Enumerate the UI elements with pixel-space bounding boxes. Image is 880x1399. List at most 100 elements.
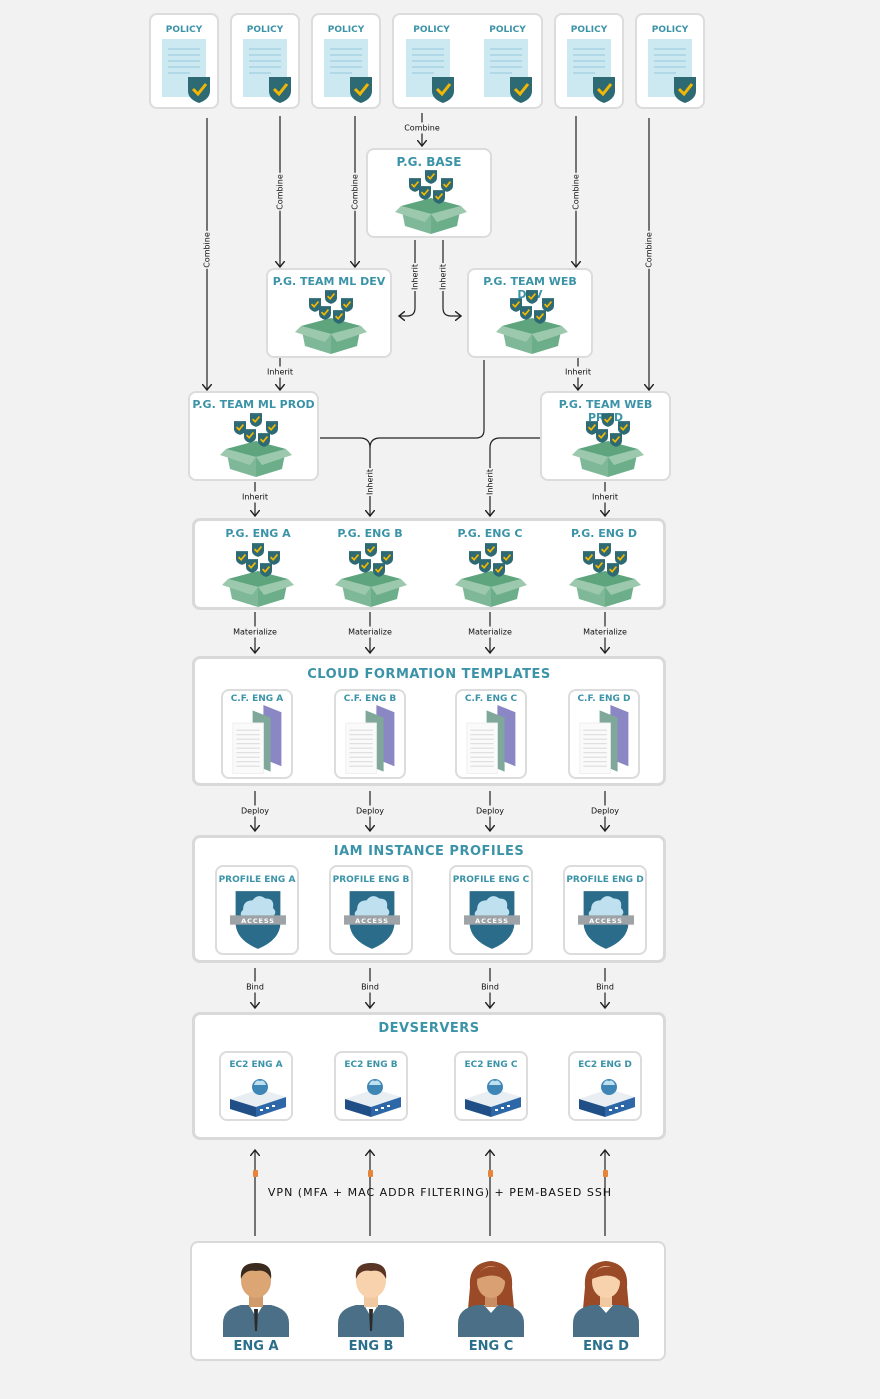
- cf-eng-a-label: C.F. ENG A: [230, 694, 284, 704]
- profile-eng-d-card[interactable]: PROFILE ENG D: [563, 865, 647, 955]
- permission-box-icon: [220, 413, 292, 479]
- cf-eng-b-card[interactable]: C.F. ENG B: [334, 689, 406, 779]
- engineer-c-name: ENG C: [468, 1339, 514, 1354]
- permission-box-user-icon: [569, 543, 641, 609]
- combine-label: Combine: [274, 173, 286, 211]
- server-icon: [228, 1071, 288, 1119]
- policy-document-icon: [160, 39, 212, 103]
- profile-eng-b-label: PROFILE ENG B: [332, 875, 410, 885]
- combine-label: Combine: [403, 122, 441, 134]
- policy-document-icon: [482, 39, 534, 103]
- engineer-avatar-icon: [571, 1257, 641, 1337]
- pg-eng-b-title[interactable]: P.G. ENG B: [337, 527, 403, 540]
- materialize-label: Materialize: [582, 626, 628, 638]
- server-icon: [463, 1071, 523, 1119]
- cloud-formation-title: CLOUD FORMATION TEMPLATES: [307, 667, 551, 682]
- engineers-panel: ENG A ENG B ENG C ENG D: [190, 1241, 666, 1361]
- policy-card-1[interactable]: POLICY: [149, 13, 219, 109]
- ec2-eng-a-card[interactable]: EC2 ENG A: [219, 1051, 293, 1121]
- cf-eng-a-card[interactable]: C.F. ENG A: [221, 689, 293, 779]
- access-shield-icon: [230, 891, 286, 949]
- engineer-avatar-icon: [221, 1257, 291, 1337]
- ec2-eng-b-label: EC2 ENG B: [344, 1060, 398, 1070]
- cf-eng-c-card[interactable]: C.F. ENG C: [455, 689, 527, 779]
- permission-box-user-icon: [222, 543, 294, 609]
- cf-eng-c-label: C.F. ENG C: [464, 694, 518, 704]
- permission-box-user-icon: [335, 543, 407, 609]
- policy-document-icon: [241, 39, 293, 103]
- ec2-eng-a-label: EC2 ENG A: [229, 1060, 283, 1070]
- access-shield-icon: [464, 891, 520, 949]
- inherit-label: Inherit: [563, 366, 593, 378]
- pg-team-ml-prod-card[interactable]: P.G. TEAM ML PROD: [188, 391, 319, 481]
- access-shield-icon: [344, 891, 400, 949]
- pg-team-ml-dev-card[interactable]: P.G. TEAM ML DEV: [266, 268, 392, 358]
- access-shield-icon: [578, 891, 634, 949]
- inherit-label: Inherit: [409, 262, 421, 292]
- permission-box-icon: [295, 290, 367, 356]
- cf-eng-d-card[interactable]: C.F. ENG D: [568, 689, 640, 779]
- policy-card-2[interactable]: POLICY: [230, 13, 300, 109]
- profile-eng-c-label: PROFILE ENG C: [452, 875, 530, 885]
- policy-label: POLICY: [165, 25, 203, 35]
- pg-eng-panel: P.G. ENG A P.G. ENG B P.G. ENG C P.G. EN…: [192, 518, 666, 610]
- policy-document-icon: [404, 39, 456, 103]
- permission-box-user-icon: [455, 543, 527, 609]
- policy-label: POLICY: [651, 25, 689, 35]
- profile-eng-c-card[interactable]: PROFILE ENG C: [449, 865, 533, 955]
- pg-team-web-dev-card[interactable]: P.G. TEAM WEB DEV: [467, 268, 593, 358]
- pg-eng-a-title[interactable]: P.G. ENG A: [225, 527, 291, 540]
- template-document-icon: [579, 705, 631, 777]
- pg-eng-d-title[interactable]: P.G. ENG D: [571, 527, 637, 540]
- inherit-label: Inherit: [437, 262, 449, 292]
- engineer-avatar-icon: [456, 1257, 526, 1337]
- policy-card-6[interactable]: POLICY: [554, 13, 624, 109]
- inherit-label: Inherit: [364, 467, 376, 497]
- permission-box-icon: [395, 170, 467, 236]
- policy-document-icon: [565, 39, 617, 103]
- ec2-eng-c-label: EC2 ENG C: [464, 1060, 518, 1070]
- ec2-eng-b-card[interactable]: EC2 ENG B: [334, 1051, 408, 1121]
- policy-document-icon: [646, 39, 698, 103]
- deploy-label: Deploy: [354, 805, 386, 817]
- materialize-label: Materialize: [232, 626, 278, 638]
- bind-label: Bind: [245, 981, 265, 993]
- inherit-label: Inherit: [590, 491, 620, 503]
- deploy-label: Deploy: [239, 805, 271, 817]
- pg-team-ml-dev-title: P.G. TEAM ML DEV: [272, 275, 386, 288]
- ec2-eng-d-card[interactable]: EC2 ENG D: [568, 1051, 642, 1121]
- policy-card-pair[interactable]: POLICY POLICY: [392, 13, 543, 109]
- policy-card-7[interactable]: POLICY: [635, 13, 705, 109]
- engineer-d-name: ENG D: [583, 1339, 629, 1354]
- profile-eng-a-card[interactable]: PROFILE ENG A: [215, 865, 299, 955]
- permission-box-icon: [496, 290, 568, 356]
- policy-label: POLICY: [327, 25, 365, 35]
- deploy-label: Deploy: [589, 805, 621, 817]
- template-document-icon: [466, 705, 518, 777]
- policy-card-3[interactable]: POLICY: [311, 13, 381, 109]
- materialize-label: Materialize: [467, 626, 513, 638]
- inherit-label: Inherit: [265, 366, 295, 378]
- combine-label: Combine: [570, 173, 582, 211]
- cloud-formation-panel: CLOUD FORMATION TEMPLATES C.F. ENG A C.F…: [192, 656, 666, 786]
- engineer-avatar-icon: [336, 1257, 406, 1337]
- cf-eng-b-label: C.F. ENG B: [343, 694, 397, 704]
- materialize-label: Materialize: [347, 626, 393, 638]
- ec2-eng-c-card[interactable]: EC2 ENG C: [454, 1051, 528, 1121]
- pg-base-title: P.G. BASE: [396, 155, 462, 169]
- engineer-a-name: ENG A: [233, 1339, 279, 1354]
- engineer-b-name: ENG B: [348, 1339, 394, 1354]
- bind-label: Bind: [480, 981, 500, 993]
- deploy-label: Deploy: [474, 805, 506, 817]
- server-icon: [343, 1071, 403, 1119]
- cf-eng-d-label: C.F. ENG D: [577, 694, 631, 704]
- profile-eng-b-card[interactable]: PROFILE ENG B: [329, 865, 413, 955]
- pg-base-card[interactable]: P.G. BASE: [366, 148, 492, 238]
- ec2-eng-d-label: EC2 ENG D: [578, 1060, 632, 1070]
- inherit-label: Inherit: [240, 491, 270, 503]
- pg-team-web-prod-card[interactable]: P.G. TEAM WEB PROD: [540, 391, 671, 481]
- pg-eng-c-title[interactable]: P.G. ENG C: [457, 527, 523, 540]
- devservers-title: DEVSERVERS: [378, 1021, 480, 1036]
- template-document-icon: [232, 705, 284, 777]
- combine-label: Combine: [349, 173, 361, 211]
